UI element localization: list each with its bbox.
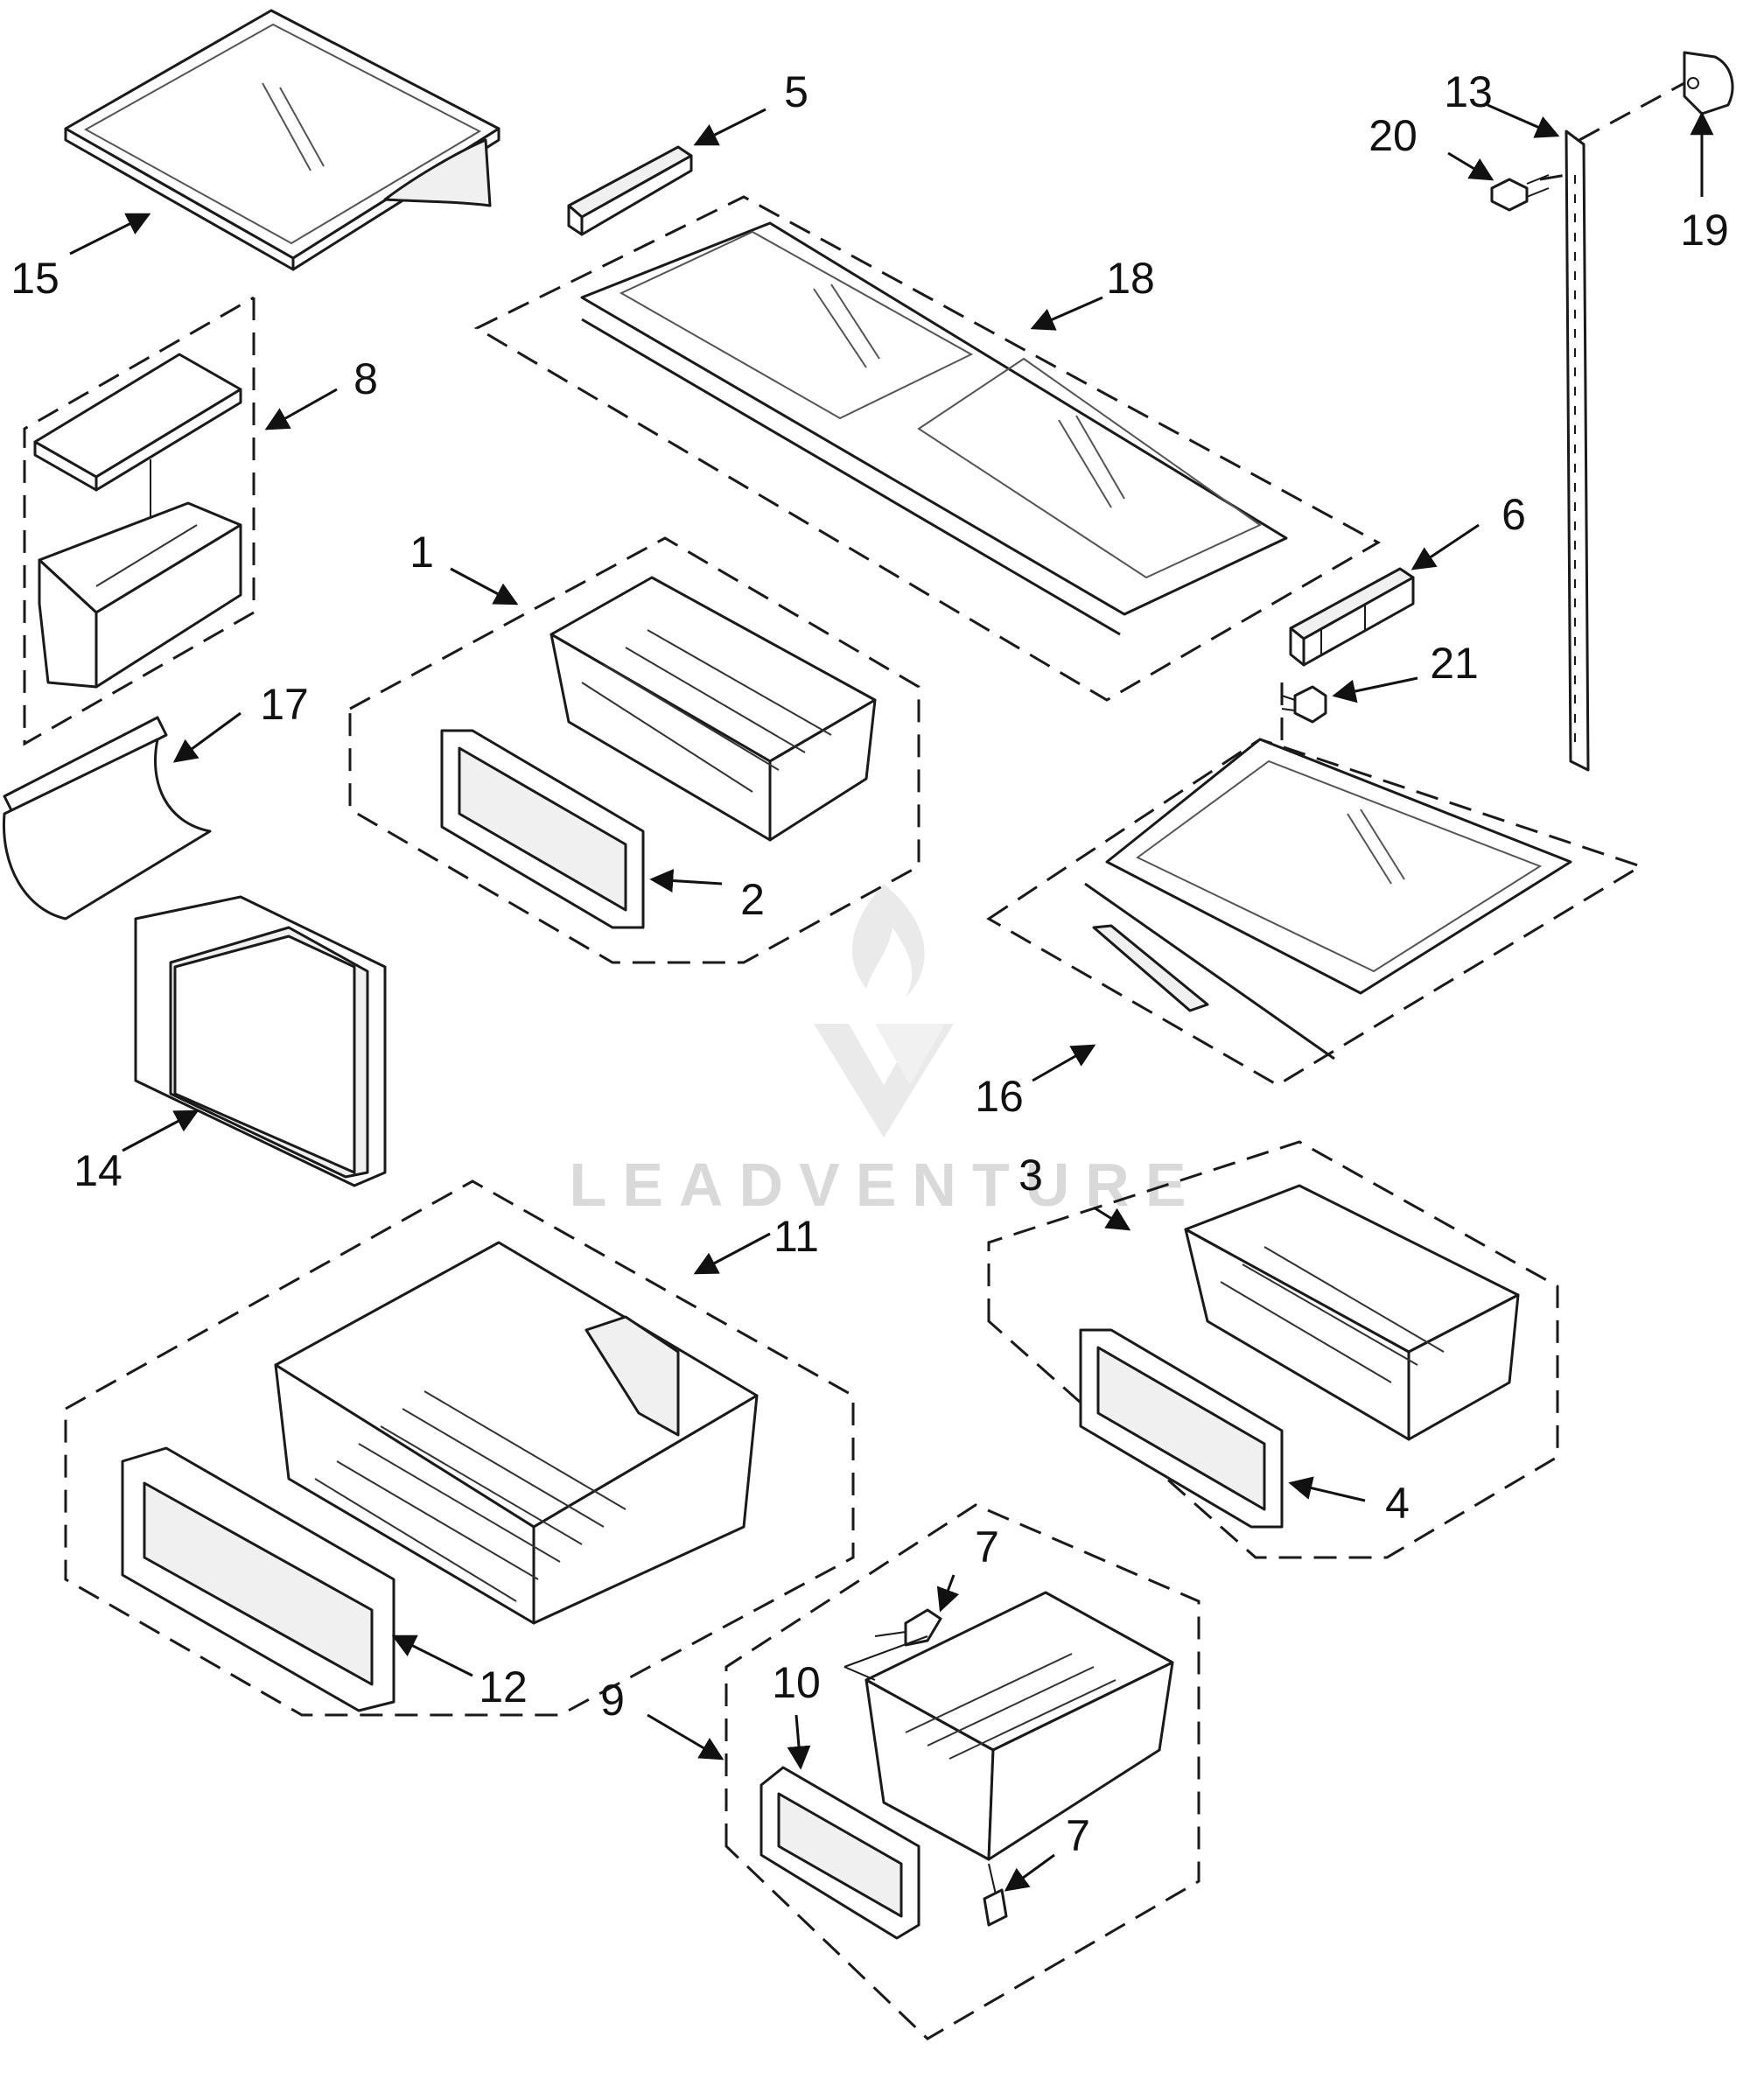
part-13-rail <box>1564 130 1590 772</box>
part-15-shelf <box>64 9 500 271</box>
part-7-screw-upper <box>874 1608 942 1647</box>
watermark-logo <box>814 884 954 1138</box>
watermark-text: LEADVENTURE <box>569 1151 1201 1219</box>
callout-20: 20 <box>1368 111 1418 160</box>
part-14-panel <box>134 895 387 1187</box>
part-8-bin <box>23 296 256 746</box>
callout-14: 14 <box>74 1146 122 1195</box>
part-21-screw <box>1281 685 1327 724</box>
part-18-shelf <box>473 195 1382 702</box>
part-3-drawer <box>987 1140 1559 1559</box>
callout-19: 19 <box>1680 206 1729 255</box>
part-4-drawer-front <box>1079 1328 1284 1529</box>
part-1-drawer <box>348 536 920 964</box>
part-6-trim <box>1289 567 1415 667</box>
part-20-screw <box>1490 174 1550 212</box>
callout-7-upper: 7 <box>975 1522 999 1572</box>
callout-11: 11 <box>774 1212 819 1261</box>
callout-7-lower: 7 <box>1066 1811 1090 1860</box>
callout-10: 10 <box>772 1658 821 1707</box>
callout-9: 9 <box>600 1676 625 1725</box>
part-11-drawer <box>64 1180 855 1717</box>
part-19-cap <box>1683 51 1734 116</box>
part-7-screw-lower <box>983 1863 1008 1927</box>
part-5-trim <box>567 145 693 236</box>
callout-18: 18 <box>1106 254 1155 303</box>
callout-17: 17 <box>260 680 309 729</box>
callout-8: 8 <box>354 354 378 403</box>
callout-13: 13 <box>1444 67 1493 116</box>
callout-4: 4 <box>1385 1479 1410 1528</box>
callout-16: 16 <box>975 1072 1024 1121</box>
part-16-shelf <box>986 738 1644 1087</box>
part-10-drawer-front <box>760 1766 920 1940</box>
callout-6: 6 <box>1502 490 1526 539</box>
part-12-drawer-front <box>121 1446 396 1712</box>
part-2-drawer-front <box>440 729 645 929</box>
callout-5: 5 <box>784 67 808 116</box>
callout-12: 12 <box>479 1662 528 1712</box>
part-17-cover <box>2 716 212 920</box>
callout-2: 2 <box>740 875 765 924</box>
part-9-drawer <box>724 1503 1200 2040</box>
leader-lines <box>69 103 1714 1892</box>
callout-15: 15 <box>10 254 60 303</box>
callout-3: 3 <box>1018 1151 1043 1200</box>
callout-1: 1 <box>410 528 434 577</box>
callout-21: 21 <box>1430 639 1479 688</box>
